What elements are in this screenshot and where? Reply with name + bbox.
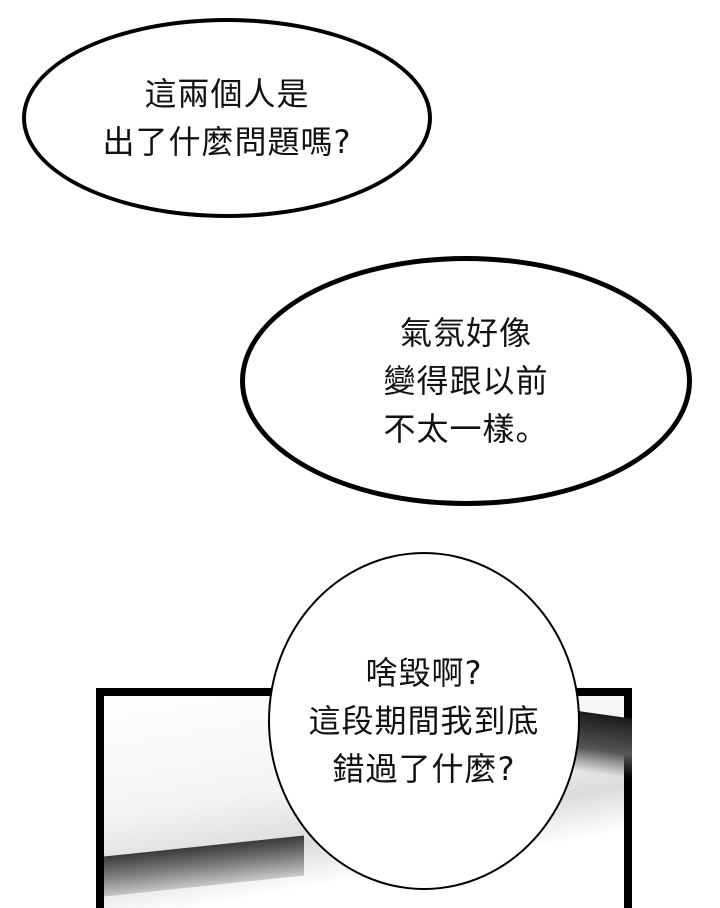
speech-line: 出了什麼問題嗎? [102,123,352,161]
speech-line: 這兩個人是 [144,75,310,113]
speech-line: 這段期間我到底 [308,702,540,740]
speech-line: 錯過了什麼? [332,750,516,788]
speech-bubble-2: 氣氛好像 變得跟以前 不太一樣。 [240,256,692,506]
speech-line: 不太一樣。 [383,410,549,448]
speech-line: 氣氛好像 [399,314,532,352]
speech-line: 啥毀啊? [365,654,483,692]
speech-bubble-3: 啥毀啊? 這段期間我到底 錯過了什麼? [268,552,580,890]
speech-line: 變得跟以前 [383,362,549,400]
panel-shading-streak [104,835,304,897]
speech-bubble-1: 這兩個人是 出了什麼問題嗎? [22,18,432,218]
